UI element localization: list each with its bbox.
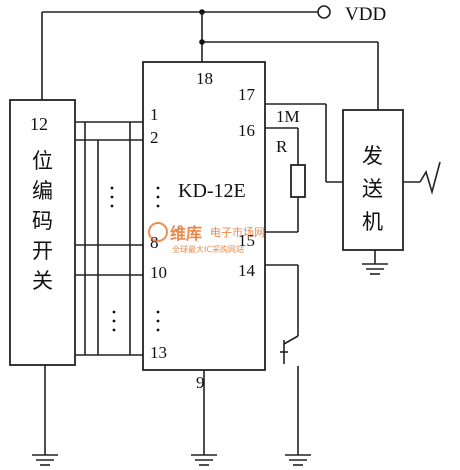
switch-label-char-3: 码 <box>32 209 53 233</box>
pin-18-label: 18 <box>196 69 213 88</box>
switch-label-char-4: 开 <box>32 239 53 263</box>
switch-label-char-2: 编 <box>32 179 53 203</box>
vdd-label: VDD <box>345 4 386 25</box>
encoder-chip <box>142 61 266 371</box>
transmitter-char-2: 送 <box>362 177 383 201</box>
pin-17-label: 17 <box>238 85 256 104</box>
pin-16-label: 16 <box>238 121 255 140</box>
watermark-logo: 维库 电子市场网 全球最大IC采购网站 <box>148 222 265 254</box>
pin-14-label: 14 <box>238 261 256 280</box>
pin-15-label: 15 <box>238 231 255 250</box>
resistor-r <box>290 164 306 198</box>
transmitter-char-1: 发 <box>362 144 383 168</box>
pin-10-label: 10 <box>150 263 167 282</box>
switch-label-char-1: 位 <box>32 149 53 173</box>
coding-switch-block <box>9 99 76 366</box>
switch-ground <box>32 365 58 466</box>
supply-rail <box>41 5 379 110</box>
watermark-slogan: 全球最大IC采购网站 <box>172 244 244 254</box>
transmitter-block <box>342 109 404 251</box>
pin-8-label: 8 <box>150 233 159 252</box>
chip-ground <box>191 370 217 466</box>
antenna-output-icon <box>403 161 441 195</box>
transmitter-char-3: 机 <box>362 210 383 234</box>
watermark-brand: 维库 <box>170 224 202 243</box>
chip-name: KD-12E <box>178 180 246 202</box>
transmitter-ground <box>362 250 388 275</box>
pin-9-label: 9 <box>196 373 205 392</box>
switch-label-char-5: 关 <box>32 269 53 293</box>
pin-13-label: 13 <box>150 343 167 362</box>
oscillator-network <box>265 103 343 233</box>
resistor-name-label: R <box>276 137 288 156</box>
pin-2-label: 2 <box>150 128 159 147</box>
vdd-terminal <box>317 5 331 19</box>
address-bus <box>75 121 143 356</box>
bus-ellipsis <box>110 186 160 332</box>
watermark-tagline: 电子市场网 <box>210 225 265 239</box>
push-switch <box>265 264 311 466</box>
pin-1-label: 1 <box>150 105 159 124</box>
resistor-value-label: 1M <box>276 107 300 126</box>
switch-count-label: 12 <box>30 114 48 134</box>
